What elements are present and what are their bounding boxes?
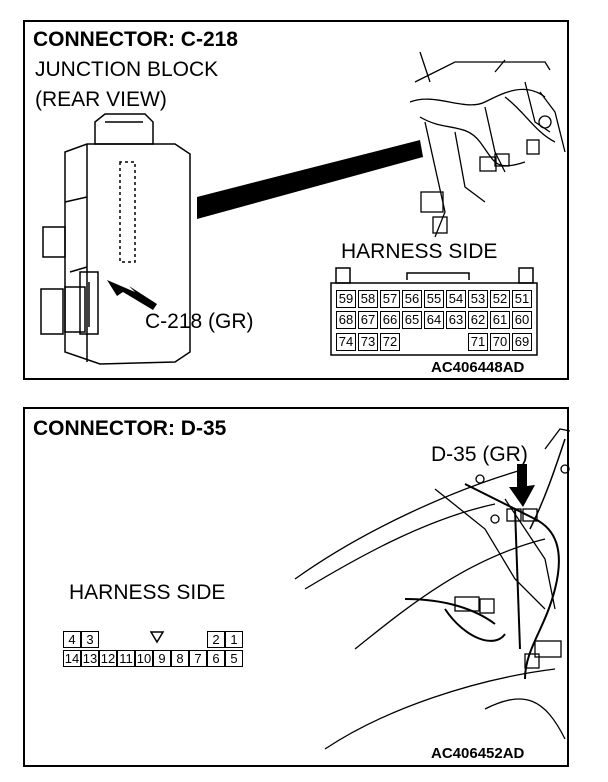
connector-c218-panel: CONNECTOR: C-218 JUNCTION BLOCK (REAR VI… bbox=[23, 20, 569, 380]
pin-cell: 63 bbox=[446, 311, 466, 329]
pin-cell: 51 bbox=[512, 290, 532, 308]
harness-side-label: HARNESS SIDE bbox=[69, 581, 226, 604]
d35-connector-label: D-35 (GR) bbox=[431, 443, 528, 466]
pin-cell: 8 bbox=[171, 650, 189, 667]
pin-cell: 1 bbox=[225, 631, 243, 648]
key-triangle-icon bbox=[149, 631, 165, 644]
harness-side-label: HARNESS SIDE bbox=[341, 240, 498, 263]
pin-cell: 65 bbox=[402, 311, 422, 329]
vehicle-harness-illustration bbox=[294, 428, 571, 750]
c218-connector-face bbox=[330, 267, 538, 356]
pin-cell: 66 bbox=[380, 311, 400, 329]
panel-title: CONNECTOR: C-218 bbox=[33, 28, 238, 51]
pin-cell: 7 bbox=[189, 650, 207, 667]
pin-cell: 67 bbox=[358, 311, 378, 329]
c218-connector-label: C-218 (GR) bbox=[145, 310, 254, 333]
pin-cell: 58 bbox=[358, 290, 378, 308]
pin-cell: 59 bbox=[336, 290, 356, 308]
pin-cell: 4 bbox=[63, 631, 81, 648]
connector-d35-panel: CONNECTOR: D-35 bbox=[23, 407, 571, 767]
pin-cell: 10 bbox=[135, 650, 153, 667]
pin-cell: 12 bbox=[99, 650, 117, 667]
figure-code: AC406448AD bbox=[431, 359, 525, 376]
pointer-arrow bbox=[509, 464, 535, 507]
pin-cell: 2 bbox=[207, 631, 225, 648]
pin-cell: 3 bbox=[81, 631, 99, 648]
figure-code: AC406452AD bbox=[431, 745, 525, 762]
pin-cell: 13 bbox=[81, 650, 99, 667]
pin-cell: 70 bbox=[490, 333, 510, 351]
pin-cell: 61 bbox=[490, 311, 510, 329]
pin-cell: 11 bbox=[117, 650, 135, 667]
pin-cell: 9 bbox=[153, 650, 171, 667]
pin-cell: 74 bbox=[336, 333, 356, 351]
d35-connector-face bbox=[149, 631, 165, 644]
pin-cell: 56 bbox=[402, 290, 422, 308]
pin-cell: 14 bbox=[63, 650, 81, 667]
panel-title: CONNECTOR: D-35 bbox=[33, 417, 227, 440]
pin-cell: 62 bbox=[468, 311, 488, 329]
pin-cell: 64 bbox=[424, 311, 444, 329]
component-name: JUNCTION BLOCK bbox=[35, 58, 219, 81]
junction-block-illustration bbox=[40, 51, 566, 365]
pin-cell: 72 bbox=[380, 333, 400, 351]
pin-cell: 54 bbox=[446, 290, 466, 308]
pin-cell: 57 bbox=[380, 290, 400, 308]
pin-cell: 55 bbox=[424, 290, 444, 308]
pin-cell: 6 bbox=[207, 650, 225, 667]
pointer-arrow bbox=[107, 280, 157, 310]
pin-cell: 73 bbox=[358, 333, 378, 351]
pin-cell: 68 bbox=[336, 311, 356, 329]
pin-cell: 71 bbox=[468, 333, 488, 351]
pin-cell: 53 bbox=[468, 290, 488, 308]
pin-cell: 60 bbox=[512, 311, 532, 329]
pin-cell: 69 bbox=[512, 333, 532, 351]
view-label: (REAR VIEW) bbox=[35, 88, 167, 111]
pin-cell: 52 bbox=[490, 290, 510, 308]
pin-cell: 5 bbox=[225, 650, 243, 667]
